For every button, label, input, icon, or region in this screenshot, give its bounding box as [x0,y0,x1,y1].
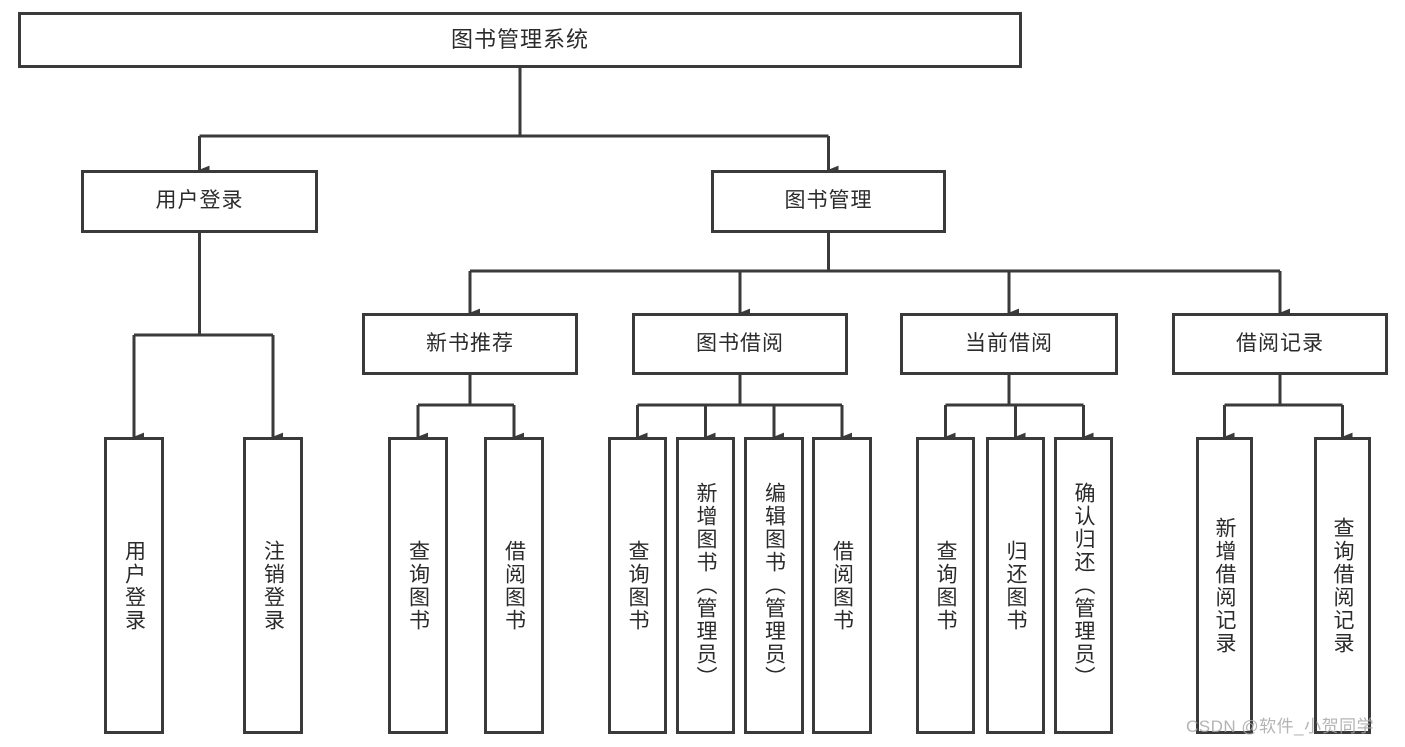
node-label-user-login: 用户登录 [155,189,244,213]
node-label-leaf-borrow-book: 借阅图书 [830,539,854,632]
node-user-login[interactable]: 用户登录 [81,170,318,233]
edges [132,68,1353,442]
node-new-book-rec[interactable]: 新书推荐 [362,313,578,375]
node-book-borrow[interactable]: 图书借阅 [632,313,848,375]
node-label-leaf-query-book-cur: 查询图书 [934,539,957,632]
watermark: CSDN @软件_小贺同学 [1186,717,1375,736]
node-leaf-query-book-rec[interactable]: 查询图书 [388,437,448,734]
node-label-book-manage: 图书管理 [784,189,873,213]
node-root[interactable]: 图书管理系统 [18,12,1022,68]
node-label-borrow-record: 借阅记录 [1236,331,1324,355]
node-leaf-query-book-cur[interactable]: 查询图书 [916,437,975,734]
node-label-new-book-rec: 新书推荐 [426,331,514,355]
node-leaf-borrow-book[interactable]: 借阅图书 [812,437,872,734]
node-label-leaf-edit-book: 编辑图书（管理员） [762,482,786,689]
node-leaf-edit-book[interactable]: 编辑图书（管理员） [744,437,804,734]
node-leaf-add-record[interactable]: 新增借阅记录 [1196,437,1253,734]
node-label-book-borrow: 图书借阅 [696,331,784,355]
node-label-leaf-borrow-book-rec: 借阅图书 [502,539,526,632]
node-label-current-borrow: 当前借阅 [965,331,1053,355]
node-label-leaf-add-book: 新增图书（管理员） [694,482,717,689]
node-label-leaf-query-book: 查询图书 [626,539,649,632]
node-label-leaf-return-book: 归还图书 [1004,539,1027,632]
node-label-leaf-add-record: 新增借阅记录 [1213,516,1236,655]
node-book-manage[interactable]: 图书管理 [711,170,946,233]
node-label-leaf-query-book-rec: 查询图书 [406,539,430,632]
node-label-leaf-user-login: 用户登录 [122,539,146,632]
node-label-root: 图书管理系统 [450,27,589,53]
node-leaf-user-login[interactable]: 用户登录 [104,437,164,734]
node-leaf-query-record[interactable]: 查询借阅记录 [1314,437,1371,734]
node-leaf-add-book[interactable]: 新增图书（管理员） [676,437,735,734]
node-label-leaf-query-record: 查询借阅记录 [1331,516,1354,655]
node-leaf-logout[interactable]: 注销登录 [243,437,303,734]
node-leaf-return-book[interactable]: 归还图书 [986,437,1045,734]
node-label-leaf-logout: 注销登录 [261,539,285,632]
node-leaf-confirm-return[interactable]: 确认归还（管理员） [1054,437,1113,734]
node-label-leaf-confirm-return: 确认归还（管理员） [1072,482,1095,689]
node-leaf-borrow-book-rec[interactable]: 借阅图书 [484,437,544,734]
node-current-borrow[interactable]: 当前借阅 [900,313,1118,375]
node-leaf-query-book[interactable]: 查询图书 [608,437,667,734]
node-borrow-record[interactable]: 借阅记录 [1172,313,1388,375]
